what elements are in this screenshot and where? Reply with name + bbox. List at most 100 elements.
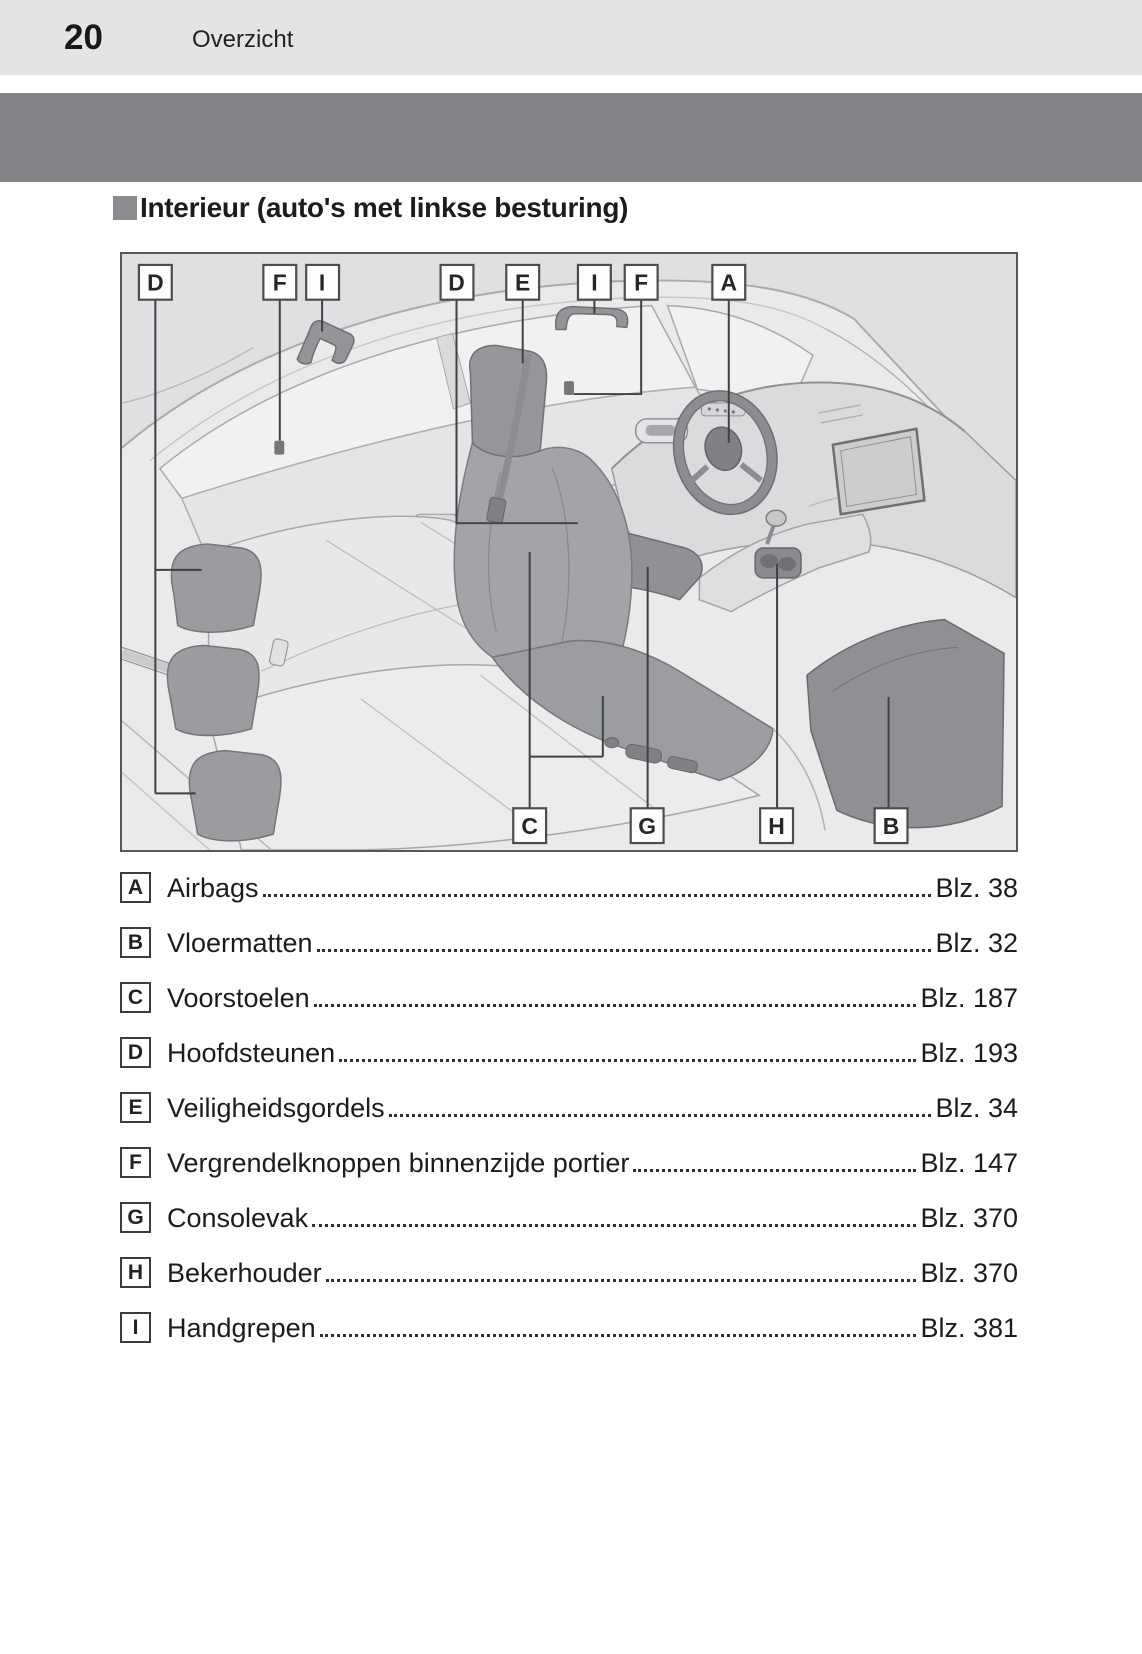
legend-list: A Airbags Blz. 38 B Vloermatten Blz. 32 … xyxy=(120,872,1018,1367)
section-name: Overzicht xyxy=(192,26,294,53)
steering-wheel-airbag-hub xyxy=(704,426,743,472)
legend-letter-box: B xyxy=(120,927,151,958)
dot-leader xyxy=(319,1334,917,1337)
legend-letter-box: G xyxy=(120,1202,151,1233)
legend-row-d: D Hoofdsteunen Blz. 193 xyxy=(120,1037,1018,1068)
legend-label: Vergrendelknoppen binnenzijde portier xyxy=(167,1148,630,1178)
svg-text:C: C xyxy=(521,813,538,839)
seat-controls xyxy=(604,737,698,774)
legend-page-ref: Blz. 370 xyxy=(920,1203,1018,1233)
front-grab-handle xyxy=(554,305,629,331)
leader-lines xyxy=(154,299,890,809)
dot-leader xyxy=(325,1279,917,1282)
leader-line-d1 xyxy=(154,299,202,795)
svg-text:H: H xyxy=(768,813,785,839)
legend-label: Veiligheidsgordels xyxy=(167,1093,385,1123)
legend-letter-box: C xyxy=(120,982,151,1013)
legend-label: Bekerhouder xyxy=(167,1258,322,1288)
legend-label: Vloermatten xyxy=(167,928,313,958)
legend-row-g: G Consolevak Blz. 370 xyxy=(120,1202,1018,1233)
svg-text:F: F xyxy=(634,270,648,296)
legend-row-e: E Veiligheidsgordels Blz. 34 xyxy=(120,1092,1018,1123)
callout-boxes-bottom: C G H B xyxy=(512,807,909,845)
leader-line-d2 xyxy=(455,299,578,525)
legend-page-ref: Blz. 38 xyxy=(935,873,1018,903)
legend-letter-box: D xyxy=(120,1037,151,1068)
steering-wheel xyxy=(672,390,778,516)
callout-box-d2: D xyxy=(439,263,475,301)
legend-letter-box: I xyxy=(120,1312,151,1343)
legend-page-ref: Blz. 32 xyxy=(935,928,1018,958)
gear-shifter-stalk xyxy=(765,523,776,545)
callout-box-i1: I xyxy=(305,263,341,301)
front-seatbelt xyxy=(492,352,532,512)
callout-box-b: B xyxy=(873,807,909,845)
legend-page-ref: Blz. 187 xyxy=(920,983,1018,1013)
section-band xyxy=(0,93,1142,182)
legend-row-c: C Voorstoelen Blz. 187 xyxy=(120,982,1018,1013)
legend-row-b: B Vloermatten Blz. 32 xyxy=(120,927,1018,958)
legend-letter-box: H xyxy=(120,1257,151,1288)
svg-text:I: I xyxy=(591,270,597,296)
legend-page-ref: Blz. 381 xyxy=(920,1313,1018,1343)
legend-row-i: I Handgrepen Blz. 381 xyxy=(120,1312,1018,1343)
legend-page-ref: Blz. 370 xyxy=(920,1258,1018,1288)
legend-page-ref: Blz. 193 xyxy=(920,1038,1018,1068)
legend-row-f: F Vergrendelknoppen binnenzijde portier … xyxy=(120,1147,1018,1178)
legend-letter-box: F xyxy=(120,1147,151,1178)
svg-text:I: I xyxy=(319,270,325,296)
legend-page-ref: Blz. 34 xyxy=(935,1093,1018,1123)
legend-label: Hoofdsteunen xyxy=(167,1038,336,1068)
svg-text:F: F xyxy=(273,270,287,296)
rear-headrests xyxy=(166,543,282,842)
dot-leader xyxy=(313,1004,917,1007)
door-lock-knob-front xyxy=(564,381,574,396)
callout-box-e: E xyxy=(505,263,541,301)
callout-box-d1: D xyxy=(137,263,173,301)
legend-row-h: H Bekerhouder Blz. 370 xyxy=(120,1257,1018,1288)
legend-page-ref: Blz. 147 xyxy=(920,1148,1018,1178)
legend-letter-box: E xyxy=(120,1092,151,1123)
dot-leader xyxy=(339,1059,917,1062)
floor-mat xyxy=(772,618,1005,831)
svg-text:G: G xyxy=(638,813,656,839)
svg-text:D: D xyxy=(147,270,164,296)
page-number: 20 xyxy=(64,18,103,57)
front-seat xyxy=(453,344,774,782)
dot-leader xyxy=(388,1114,932,1117)
legend-letter-box: A xyxy=(120,872,151,903)
legend-label: Airbags xyxy=(167,873,259,903)
legend-label: Consolevak xyxy=(167,1203,309,1233)
dot-leader xyxy=(316,949,932,952)
callout-box-i2: I xyxy=(576,263,612,301)
display-screen xyxy=(831,427,926,516)
interior-diagram: D F I D E I F A xyxy=(120,252,1018,852)
callout-box-f2: F xyxy=(623,263,659,301)
legend-label: Voorstoelen xyxy=(167,983,310,1013)
dot-leader xyxy=(262,894,932,897)
svg-text:E: E xyxy=(515,270,530,296)
leader-line-c xyxy=(528,552,604,809)
callout-box-f1: F xyxy=(262,263,298,301)
callout-box-g: G xyxy=(629,807,665,845)
svg-text:D: D xyxy=(448,270,465,296)
interior-illustration: D F I D E I F A xyxy=(122,254,1016,850)
front-headrest xyxy=(468,344,548,458)
title-square-icon xyxy=(113,196,137,220)
seatbelt-buckle xyxy=(268,638,289,667)
page-title: Interieur (auto's met linkse besturing) xyxy=(113,192,628,224)
callout-box-c: C xyxy=(512,807,548,845)
legend-row-a: A Airbags Blz. 38 xyxy=(120,872,1018,903)
door-lock-knob-rear xyxy=(274,440,285,455)
dot-leader xyxy=(312,1224,917,1227)
callout-boxes-top: D F I D E I F A xyxy=(137,263,747,301)
header-bar: 20 Overzicht xyxy=(0,0,1142,75)
svg-text:A: A xyxy=(721,270,738,296)
svg-text:B: B xyxy=(883,813,900,839)
dot-leader xyxy=(633,1169,917,1172)
legend-label: Handgrepen xyxy=(167,1313,316,1343)
callout-box-a: A xyxy=(711,263,747,301)
callout-box-h: H xyxy=(759,807,795,845)
leader-line-f2 xyxy=(573,299,643,396)
gear-shifter-knob xyxy=(765,509,787,527)
